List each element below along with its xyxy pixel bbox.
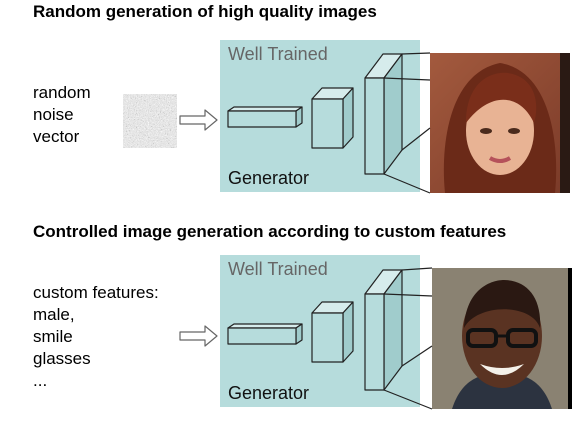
input-line: custom features: [33,283,159,302]
panel-top-label: Well Trained [228,44,328,64]
custom-features-label: custom features: male, smile glasses ... [33,282,159,392]
input-line: vector [33,127,80,146]
input-line: smile [33,327,73,346]
layer-block [227,106,303,128]
panel-bottom-label: Generator [228,168,310,188]
layer-block [311,87,354,149]
panel-top-label: Well Trained [228,259,328,279]
connector-line [401,345,433,367]
input-line: glasses [33,349,91,368]
male-face-photo [432,268,572,409]
layer-block [227,323,303,345]
connector-line [401,127,431,151]
section1-heading: Random generation of high quality images [33,2,377,21]
input-line: ... [33,371,48,390]
connector-line [383,173,431,194]
input-arrow [179,109,218,131]
input-line: random [33,83,91,102]
female-face-photo [430,53,570,193]
connector-line [401,52,431,55]
input-line: male, [33,305,75,324]
connector-line [383,293,433,297]
connector-line [383,389,433,410]
connector-line [401,267,433,271]
input-line: noise [33,105,74,124]
layer-block [364,53,403,175]
noise-vector-image [123,94,177,148]
panel-bottom-label: Generator [228,383,310,403]
random-noise-vector-label: random noise vector [33,82,91,148]
section2-heading: Controlled image generation according to… [33,222,507,241]
connector-line [383,77,431,81]
layer-block [364,269,403,391]
layer-block [311,301,354,363]
input-arrow [179,325,218,347]
